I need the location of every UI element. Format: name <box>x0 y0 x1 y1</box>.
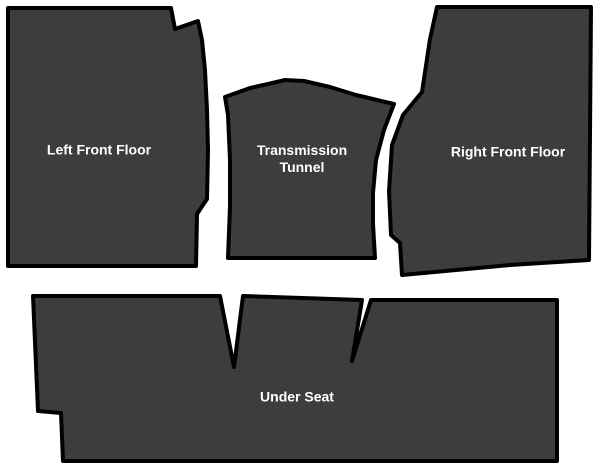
left-front-floor-label: Left Front Floor <box>46 141 152 158</box>
under-seat-piece[interactable] <box>31 294 559 463</box>
transmission-tunnel-label-line2: Tunnel <box>279 159 325 175</box>
under-seat-label: Under Seat <box>260 388 334 405</box>
transmission-tunnel-piece[interactable] <box>223 78 396 260</box>
transmission-tunnel-label: Transmission Tunnel <box>257 142 347 176</box>
right-front-floor-label: Right Front Floor <box>450 143 566 160</box>
right-front-floor-piece[interactable] <box>387 5 593 277</box>
left-front-floor-piece[interactable] <box>6 6 210 268</box>
transmission-tunnel-label-line1: Transmission <box>256 142 348 158</box>
